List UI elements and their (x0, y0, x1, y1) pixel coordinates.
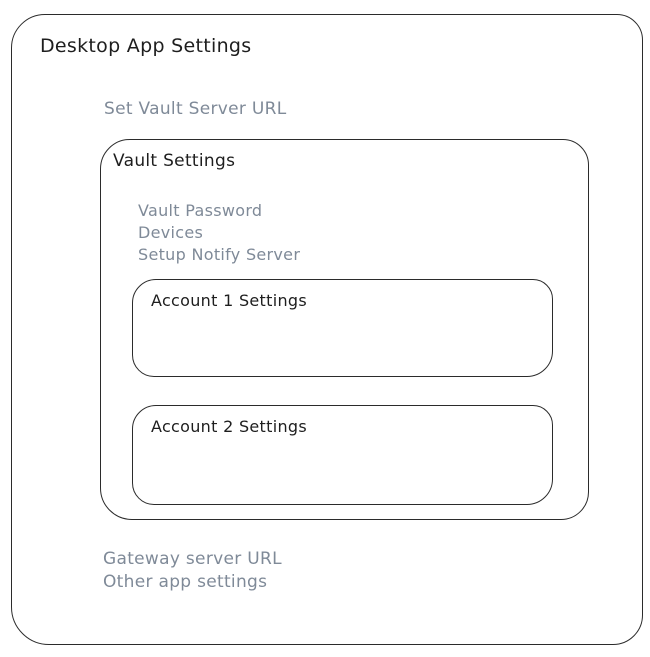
account-2-settings-box: Account 2 Settings (132, 405, 553, 505)
footer-settings-list: Gateway server URL Other app settings (103, 548, 282, 593)
account-2-settings-title: Account 2 Settings (151, 417, 307, 436)
setup-notify-server-label: Setup Notify Server (138, 245, 301, 264)
other-app-settings-label: Other app settings (103, 571, 268, 592)
gateway-server-url-label: Gateway server URL (103, 549, 282, 569)
vault-settings-box: Vault Settings Vault Password Devices Se… (100, 139, 589, 520)
account-1-settings-title: Account 1 Settings (151, 291, 307, 310)
desktop-app-settings-box: Desktop App Settings Set Vault Server UR… (11, 14, 643, 645)
devices-label: Devices (138, 223, 204, 242)
set-vault-server-url-label: Set Vault Server URL (104, 99, 287, 119)
desktop-app-settings-title: Desktop App Settings (40, 35, 252, 57)
vault-menu-list: Vault Password Devices Setup Notify Serv… (138, 200, 300, 266)
vault-password-label: Vault Password (138, 201, 263, 220)
vault-settings-title: Vault Settings (113, 151, 236, 171)
account-1-settings-box: Account 1 Settings (132, 279, 553, 377)
